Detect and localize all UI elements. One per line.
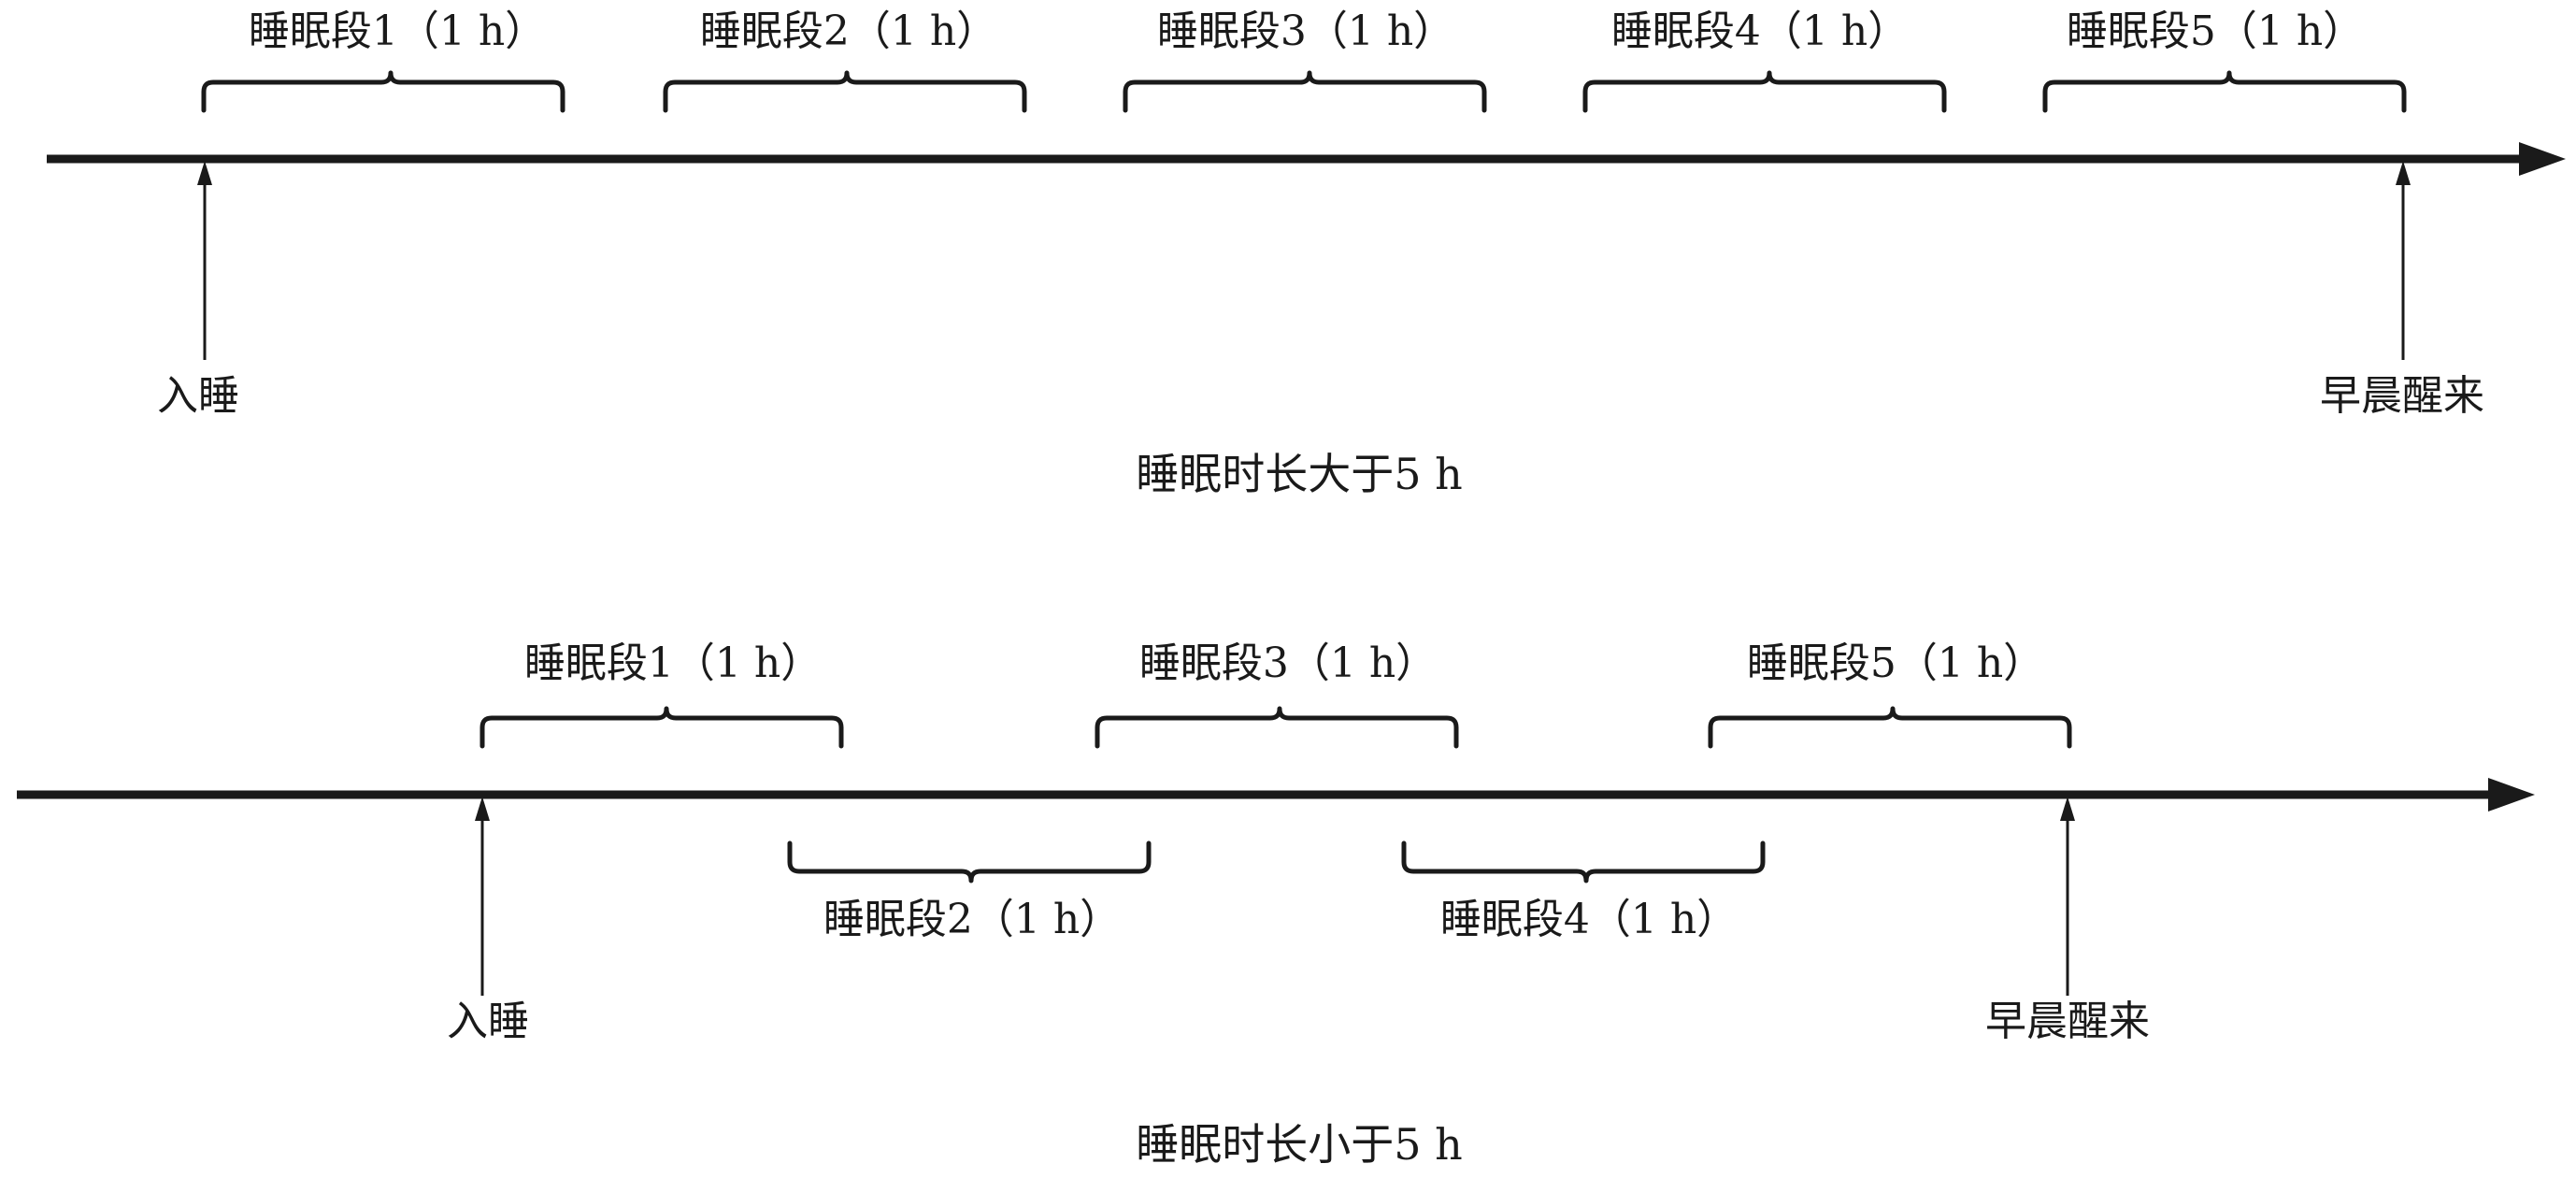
segment-brace	[201, 70, 565, 113]
caption-top: 睡眠时长大于5 h	[1136, 449, 1463, 499]
wake-up-arrowhead-top	[2396, 161, 2411, 185]
caption-bottom: 睡眠时长小于5 h	[1136, 1119, 1463, 1170]
segment-brace	[663, 70, 1027, 113]
sleep-segment-top-1: 睡眠段1（1 h）	[201, 7, 565, 113]
sleep-segment-bottom-2: 睡眠段2（1 h）	[787, 840, 1152, 943]
segment-label: 睡眠段4（1 h）	[1440, 896, 1738, 943]
segment-brace	[479, 706, 844, 749]
sleep-segment-bottom-1: 睡眠段1（1 h）	[479, 639, 844, 749]
sleep-segment-top-3: 睡眠段3（1 h）	[1123, 7, 1487, 113]
sleep-segment-top-2: 睡眠段2（1 h）	[663, 7, 1027, 113]
sleep-segment-top-4: 睡眠段4（1 h）	[1582, 7, 1947, 113]
segment-label: 睡眠段3（1 h）	[1157, 7, 1454, 55]
sleep-segment-top-5: 睡眠段5（1 h）	[2042, 7, 2407, 113]
segment-label: 睡眠段2（1 h）	[700, 7, 997, 55]
segment-brace	[1708, 706, 2072, 749]
timeline-bottom: 入睡 早晨醒来 睡眠段1（1 h） 睡眠段3（1 h） 睡眠段5（1 h） 睡眠…	[17, 639, 2535, 1170]
timeline-top: 入睡 早晨醒来 睡眠段1（1 h） 睡眠段2（1 h） 睡眠段3（1 h） 睡眠…	[47, 7, 2566, 499]
sleep-onset-label-top: 入睡	[157, 372, 239, 420]
sleep-onset-arrowhead-bottom	[475, 797, 490, 821]
wake-up-label-top: 早晨醒来	[2320, 372, 2484, 420]
segment-label: 睡眠段4（1 h）	[1611, 7, 1909, 55]
segment-brace	[787, 840, 1152, 884]
sleep-segment-bottom-5: 睡眠段5（1 h）	[1708, 639, 2072, 749]
axis-arrowhead-bottom	[2488, 778, 2535, 812]
sleep-segment-bottom-4: 睡眠段4（1 h）	[1401, 840, 1766, 943]
sleep-segment-bottom-3: 睡眠段3（1 h）	[1095, 639, 1459, 749]
sleep-onset-arrowhead-top	[197, 161, 212, 185]
segment-label: 睡眠段1（1 h）	[524, 639, 822, 687]
wake-up-label-bottom: 早晨醒来	[1985, 998, 2150, 1045]
sleep-onset-label-bottom: 入睡	[447, 998, 529, 1045]
segment-label: 睡眠段5（1 h）	[2067, 7, 2364, 55]
segment-brace	[1582, 70, 1947, 113]
axis-arrowhead-top	[2519, 142, 2566, 176]
segment-label: 睡眠段2（1 h）	[823, 896, 1121, 943]
segment-brace	[1095, 706, 1459, 749]
segment-brace	[2042, 70, 2407, 113]
segment-label: 睡眠段5（1 h）	[1747, 639, 2044, 687]
segment-brace	[1123, 70, 1487, 113]
segment-brace	[1401, 840, 1766, 884]
segment-label: 睡眠段1（1 h）	[249, 7, 546, 55]
wake-up-arrowhead-bottom	[2060, 797, 2075, 821]
segment-label: 睡眠段3（1 h）	[1139, 639, 1437, 687]
